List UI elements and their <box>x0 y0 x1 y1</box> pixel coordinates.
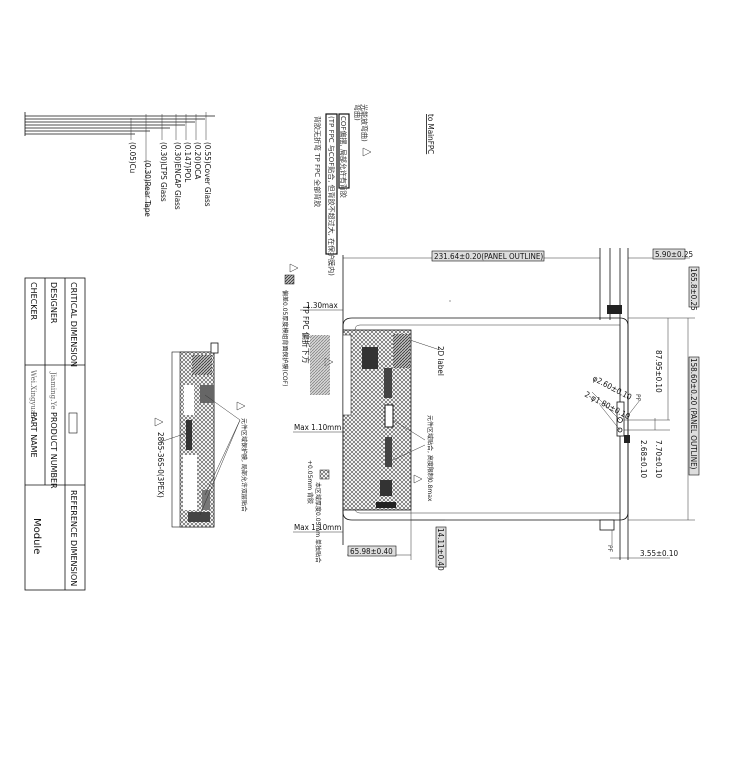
note: 元件区域贴合, 高度限制0.8max <box>426 415 434 502</box>
max-thickness-dimension: Max 1.10mm <box>294 523 341 532</box>
mounting-hole <box>617 417 623 423</box>
panel-outline-view <box>293 248 695 560</box>
warning-triangle-icon <box>362 147 372 157</box>
checker-label: CHECKER <box>29 282 38 321</box>
note: 本区域厚度0.05mm 单独贴合 <box>314 482 322 563</box>
pcb-offset-dimension: 14.11±0.40 <box>436 528 445 571</box>
note: COF偏摆, 局部允许有背胶 <box>339 116 348 198</box>
side-view-note: 元件区域保护膜, 局部允许双层贴合 <box>240 418 248 512</box>
reference-dimension-label: REFERENCE DIMENSION <box>69 490 78 586</box>
hatch-legend-icon <box>284 274 295 285</box>
note: 弯曲) <box>353 104 362 121</box>
note: 光能放弯曲) <box>360 104 369 142</box>
part-name-value: Module <box>31 518 42 554</box>
pf-label: PF <box>606 545 613 553</box>
mounting-hole <box>617 427 623 433</box>
warning-triangle-icon <box>154 417 164 427</box>
layer-label: (0.147)POL <box>183 142 192 182</box>
notes: to MainFPC 光能放弯曲) 弯曲) COF偏摆, 局部允许有背胶 (TP… <box>281 104 435 386</box>
warning-triangle-icon <box>289 263 299 273</box>
warning-triangle-icon <box>236 401 246 411</box>
designer-name: Jiaming.Ye <box>49 371 57 409</box>
layer-label: (0.30)LTPS Glass <box>159 142 168 202</box>
note: 偏差0.05厚度模组背面保护膜(COF) <box>281 290 289 386</box>
title-block: CRITICAL DIMENSION REFERENCE DIMENSION D… <box>24 277 86 591</box>
side-view: 元件区域保护膜, 局部允许双层贴合 2865-36S-0(3PEX) <box>154 342 248 528</box>
layer-label: (0.55)Cover Glass <box>203 142 212 207</box>
layer-label: (0.20)OCA <box>193 142 202 179</box>
designer-label: DESIGNER <box>49 282 58 324</box>
hole-spacing-dimension: 7.70±0.10 <box>654 440 663 478</box>
top-offset-dimension: 5.90±0.25 <box>655 250 693 259</box>
pcb-width-dimension: 65.98±0.40 <box>350 547 393 556</box>
product-number-label: PRODUCT NUMBER <box>49 412 58 489</box>
edge-offset-dimension: 3.55±0.10 <box>640 549 678 558</box>
layer-label: (0.30)Rear Tape <box>143 160 152 217</box>
note: (TP FPC 与COF贴合, 但背胶不超过大, 在保护膜内) <box>327 116 336 276</box>
pf-label: PF <box>634 394 641 402</box>
to-main-fpc-label: to MainFPC <box>426 114 435 154</box>
right-offset-dimension: 165.8±0.25 <box>689 268 698 311</box>
part-name-label: PART NAME <box>29 412 38 458</box>
note: 背胶无折弯 TP FPC 全部背胶 <box>313 116 322 207</box>
2d-label-callout: 2D label <box>436 346 445 376</box>
hatch-legend-icon <box>319 469 330 480</box>
max-thickness-dimension: Max 1.10mm <box>294 423 341 432</box>
hole-offset-dimension: 2.68±0.10 <box>639 440 648 478</box>
connector-block <box>607 305 622 314</box>
critical-dimension-label: CRITICAL DIMENSION <box>69 282 78 367</box>
panel-height-dimension: 158.60±0.20 (PANEL OUTLINE) <box>689 358 698 470</box>
layer-label: (0.30)ENCAP Glass <box>173 142 182 210</box>
hole-position-dimension: 87.95±0.10 <box>654 350 663 393</box>
panel-width-dimension: 231.64±0.20(PANEL OUTLINE) <box>434 252 543 261</box>
note: TP FPC 偏折下方 <box>301 304 311 364</box>
layer-stackup: (0.55)Cover Glass (0.20)OCA (0.147)POL (… <box>24 112 215 217</box>
connector-part-number: 2865-36S-0(3PEX) <box>156 432 165 498</box>
note: +0.05mm 背胶 <box>306 460 314 504</box>
warning-triangle-icon <box>413 474 423 484</box>
layer-label: (0.05)Cu <box>128 142 137 173</box>
max-thickness-dimension: 1.30max <box>306 301 338 310</box>
2d-label-area <box>393 334 410 368</box>
critical-dimension-symbol <box>68 412 78 434</box>
checker-name: Wei.Xingyuan <box>29 370 37 419</box>
